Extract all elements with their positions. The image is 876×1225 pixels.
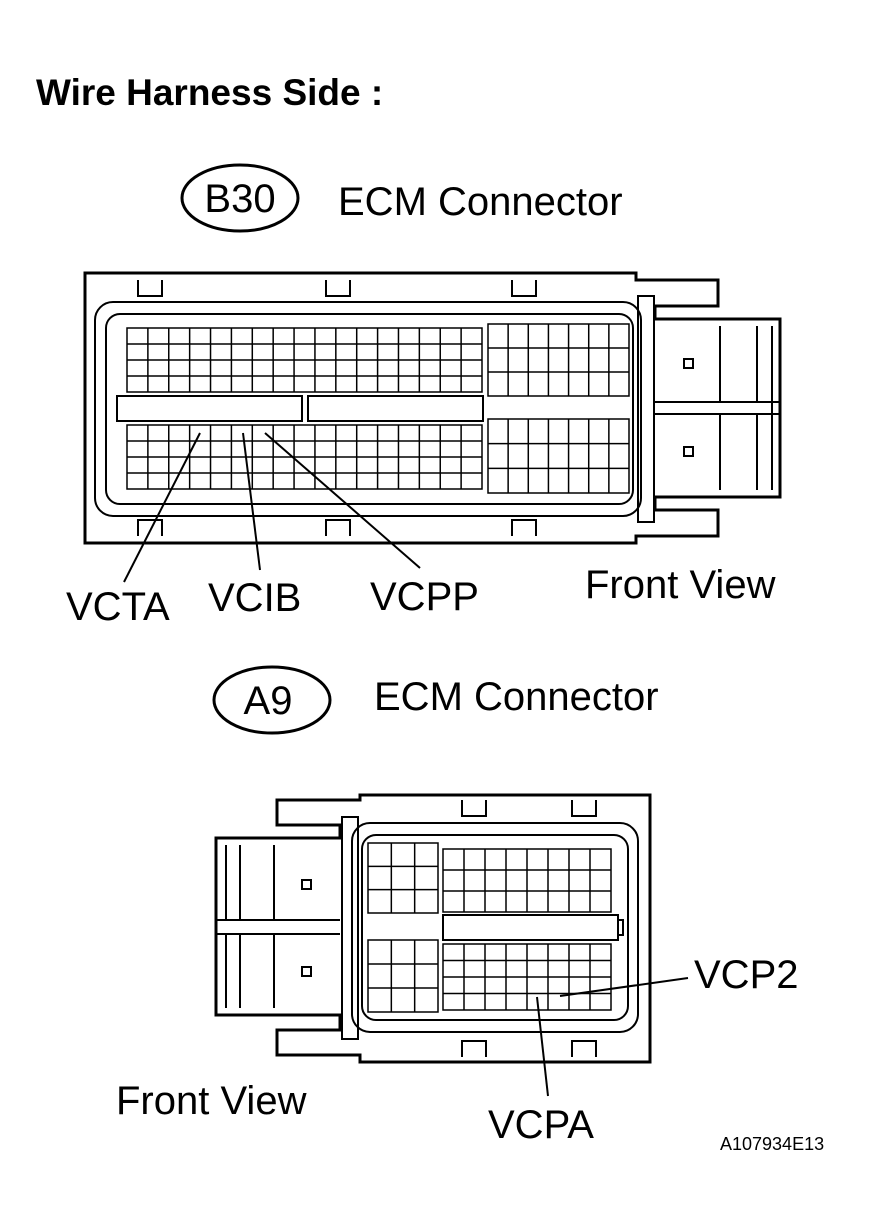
vcp2-leader-line xyxy=(559,977,689,997)
a9-header: A9 ECM Connector xyxy=(212,665,659,735)
vcpa-leader-line xyxy=(536,996,549,1097)
a9-terminal-grid-upper-right xyxy=(442,848,612,913)
figure-code: A107934E13 xyxy=(720,1134,824,1154)
b30-terminal-label: VCPP xyxy=(370,575,479,619)
a9-connector-id: A9 xyxy=(244,679,293,723)
b30-connector-id: B30 xyxy=(204,177,275,221)
a9-connector-name: ECM Connector xyxy=(374,675,659,719)
b30-connector-name: ECM Connector xyxy=(338,180,623,224)
b30-terminal-label: VCTA xyxy=(66,585,170,629)
b30-id-ellipse xyxy=(180,163,300,233)
b30-connector-body xyxy=(83,271,782,545)
b30-header: B30 ECM Connector xyxy=(180,163,623,233)
b30-terminal-grid-upper-left xyxy=(126,327,483,393)
b30-leaders xyxy=(123,432,421,583)
b30-terminal-grid-lower-right xyxy=(487,418,630,494)
a9-terminal-label: VCPA xyxy=(488,1103,594,1147)
a9-front-view-label: Front View xyxy=(116,1079,307,1123)
vcpp-leader-line xyxy=(264,432,421,569)
a9-id-ellipse xyxy=(212,665,332,735)
a9-connector-body xyxy=(214,793,652,1064)
page-title: Wire Harness Side : xyxy=(36,72,383,113)
a9-terminal-grid-lower-left xyxy=(367,939,439,1013)
a9-leaders xyxy=(536,977,689,1097)
b30-terminal-grid-lower-left xyxy=(126,424,483,490)
a9-terminal-label: VCP2 xyxy=(694,953,799,997)
b30-terminal-grid-upper-right xyxy=(487,323,630,397)
vcib-leader-line xyxy=(242,432,261,571)
vcta-leader-line xyxy=(123,432,201,583)
a9-terminal-grid-upper-left xyxy=(367,842,439,914)
b30-front-view-label: Front View xyxy=(585,563,776,607)
a9-terminal-grid-lower-right xyxy=(442,943,612,1011)
b30-terminal-label: VCIB xyxy=(208,576,301,620)
